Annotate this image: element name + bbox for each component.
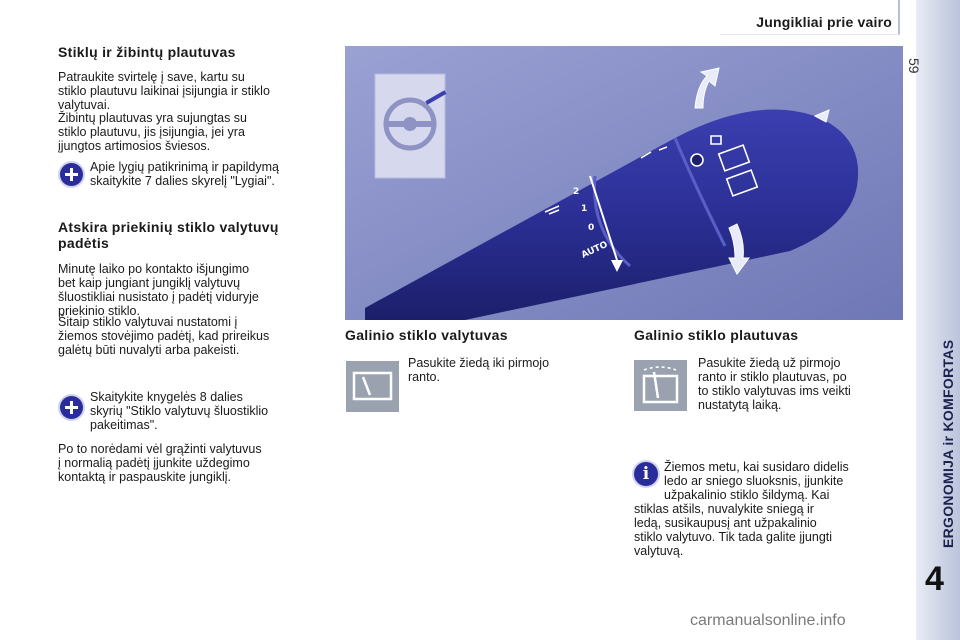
- info-icon: i: [634, 462, 658, 486]
- rear-wiper-icon: [346, 361, 399, 412]
- steering-wheel-icon: [374, 73, 447, 179]
- plus-icon: [60, 396, 83, 419]
- wiper-stalk-photo: 2 1 0 AUTO: [345, 46, 903, 320]
- heading-rear-wiper: Galinio stiklo valytuvas: [345, 327, 508, 343]
- dial-label-0: 0: [588, 223, 594, 233]
- page-number: 59: [906, 58, 922, 74]
- watermark: carmanualsonline.info: [690, 612, 846, 629]
- heading-rear-washer: Galinio stiklo plautuvas: [634, 327, 799, 343]
- dial-label-1: 1: [581, 204, 587, 214]
- section-label: ERGONOMIJA ir KOMFORTAS: [940, 339, 956, 548]
- chapter-sidebar: [916, 0, 960, 640]
- heading-washer: Stiklų ir žibintų plautuvas: [58, 44, 236, 60]
- dial-label-2: 2: [573, 187, 579, 197]
- page-header-title: Jungikliai prie vairo: [756, 14, 892, 30]
- plus-icon: [60, 163, 83, 186]
- header-rule: [720, 0, 900, 35]
- chapter-number: 4: [925, 560, 944, 598]
- rear-washer-icon: [634, 360, 687, 411]
